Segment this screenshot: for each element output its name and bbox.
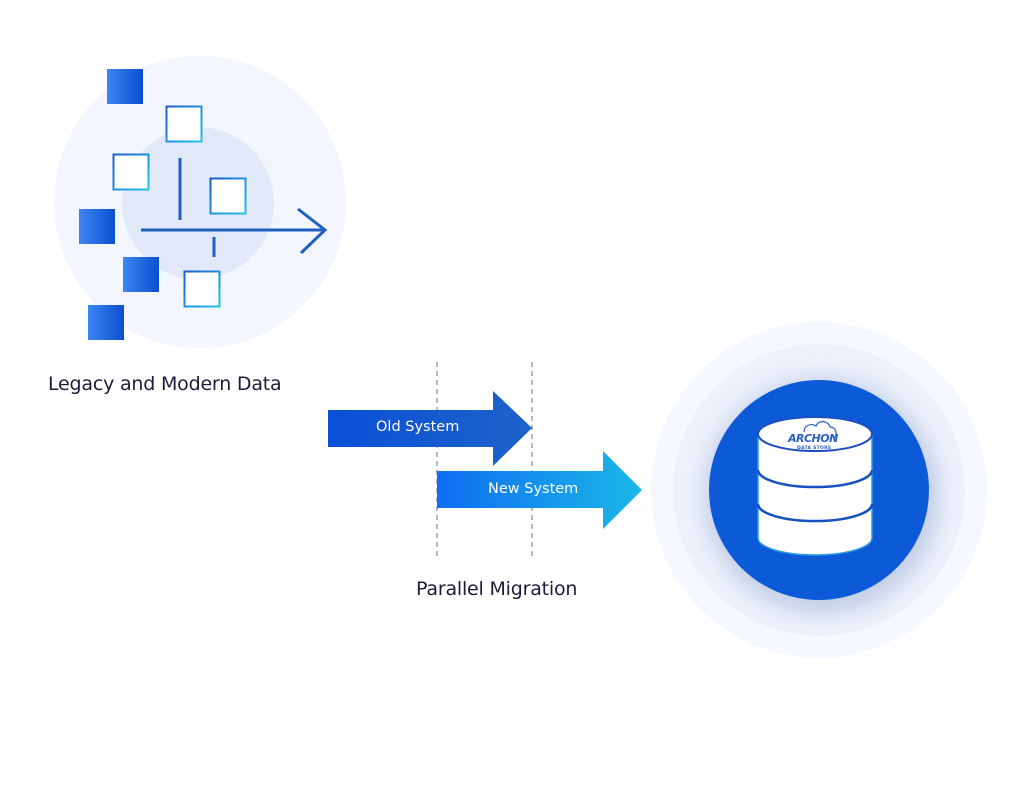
outline-square <box>112 153 150 191</box>
filled-square <box>123 257 159 292</box>
database-icon <box>756 416 874 556</box>
target-database <box>651 322 987 658</box>
filled-square <box>88 305 124 340</box>
old-system-label: Old System <box>376 419 460 435</box>
outline-square <box>209 177 247 215</box>
data-flow-arrow-icon <box>141 207 328 255</box>
outline-square <box>183 270 221 308</box>
archon-logo-subtext: DATA STORE <box>797 446 832 451</box>
filled-square <box>79 209 115 244</box>
outline-square <box>165 105 203 143</box>
new-system-arrow <box>437 451 642 529</box>
new-system-label: New System <box>488 481 579 497</box>
migration-section <box>328 362 642 558</box>
parallel-migration-label: Parallel Migration <box>416 578 578 600</box>
archon-logo-text: ARCHON <box>788 432 838 445</box>
old-system-arrow <box>328 391 532 466</box>
filled-square <box>107 69 143 104</box>
source-illustration <box>54 56 346 348</box>
legacy-modern-data-label: Legacy and Modern Data <box>48 373 282 395</box>
inner-halo <box>122 127 274 279</box>
